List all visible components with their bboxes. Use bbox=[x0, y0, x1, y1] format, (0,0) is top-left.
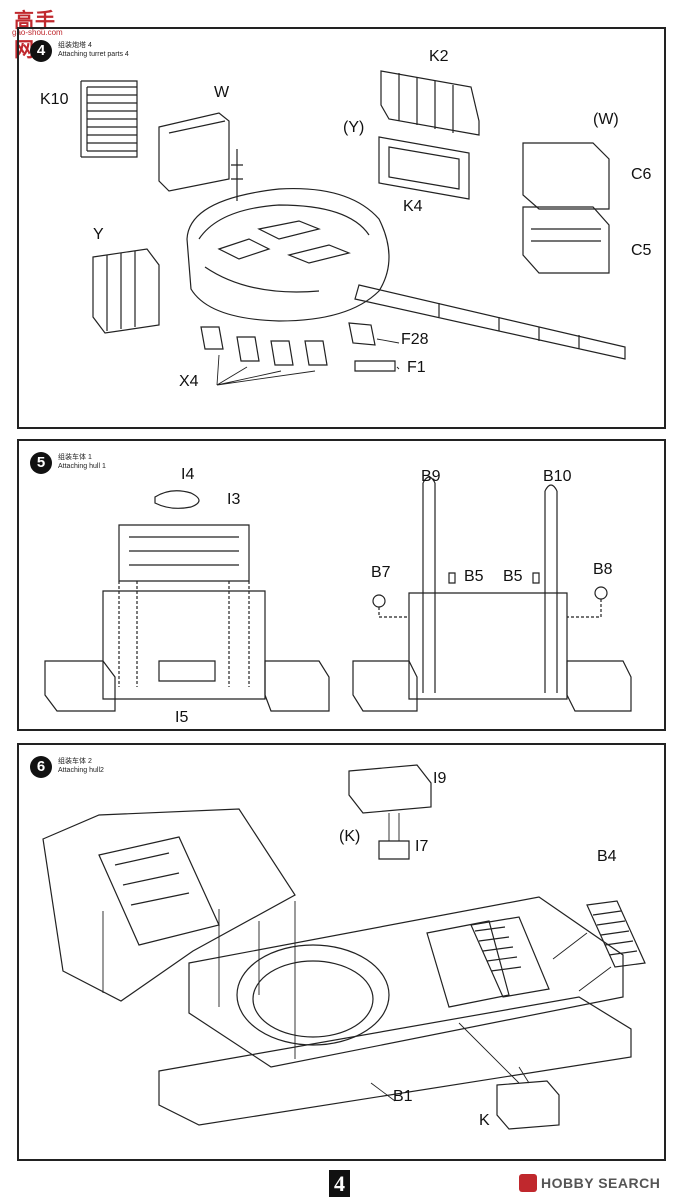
label-c6: C6 bbox=[631, 166, 652, 183]
turret-body bbox=[186, 187, 390, 322]
x4-plates bbox=[200, 326, 328, 366]
label-i7: I7 bbox=[415, 838, 429, 855]
label-w-paren: (W) bbox=[593, 111, 619, 128]
watermark-text: 高手网 bbox=[14, 10, 56, 61]
page-number: 4 bbox=[329, 1170, 350, 1197]
turret-ring bbox=[236, 944, 390, 1046]
k4-frame bbox=[378, 136, 470, 200]
f28-part bbox=[348, 322, 376, 346]
label-b1: B1 bbox=[393, 1088, 413, 1105]
i3-plate bbox=[118, 524, 250, 582]
b4-grille bbox=[586, 900, 646, 968]
w-storage-box bbox=[158, 112, 230, 192]
step-5-number: 5 bbox=[30, 452, 52, 474]
c6-part bbox=[522, 142, 610, 210]
step-4-title-cn: 组装炮塔 4 bbox=[58, 42, 92, 49]
step-5-panel: 5 组装车体 1 Attaching hull 1 bbox=[17, 439, 666, 731]
step-5-title-en: Attaching hull 1 bbox=[58, 463, 106, 470]
label-k-paren: (K) bbox=[339, 828, 361, 845]
step-6-panel: 6 组装车体 2 Attaching hull2 bbox=[17, 743, 666, 1161]
k10-grille-part bbox=[80, 80, 138, 158]
b10-rod bbox=[544, 491, 558, 693]
left-hull-front bbox=[44, 490, 330, 712]
step-4-panel: 4 组装炮塔 4 Attaching turret parts 4 bbox=[17, 27, 666, 429]
gun-barrel bbox=[354, 284, 626, 360]
f1-part bbox=[354, 360, 396, 372]
watermark-logo: 高手网 gao-shou.com bbox=[4, 4, 68, 61]
step-6-title-cn: 组装车体 2 bbox=[58, 758, 92, 765]
label-c5: C5 bbox=[631, 242, 652, 259]
step-5-title-cn: 组装车体 1 bbox=[58, 454, 92, 461]
step-6-number: 6 bbox=[30, 756, 52, 778]
engine-grille bbox=[426, 920, 510, 1008]
step-4-number: 4 bbox=[30, 40, 52, 62]
label-b5-left: B5 bbox=[464, 568, 484, 585]
i4-hatch bbox=[154, 490, 200, 509]
b8-part bbox=[594, 586, 608, 600]
i9-part bbox=[348, 764, 432, 814]
label-i5: I5 bbox=[175, 709, 189, 726]
turret-assembly-drawing bbox=[80, 70, 626, 386]
label-i3: I3 bbox=[227, 491, 241, 508]
c5-part bbox=[522, 206, 610, 274]
i7-part bbox=[378, 840, 410, 860]
hull-1-assembly-drawing bbox=[44, 476, 632, 712]
brand-logo: HOBBY SEARCH bbox=[519, 1172, 660, 1194]
step-4-title-en: Attaching turret parts 4 bbox=[58, 51, 129, 58]
label-w: W bbox=[214, 84, 230, 101]
hobby-search-icon bbox=[519, 1174, 537, 1192]
b7-part bbox=[372, 594, 386, 608]
label-i4: I4 bbox=[181, 466, 195, 483]
k-part bbox=[496, 1080, 560, 1130]
i5-plate bbox=[158, 660, 216, 682]
b9-rod bbox=[422, 483, 436, 693]
label-k: K bbox=[479, 1112, 490, 1129]
label-f1: F1 bbox=[407, 359, 426, 376]
y-era-block bbox=[92, 248, 160, 334]
label-y: Y bbox=[93, 226, 104, 243]
label-b10: B10 bbox=[543, 468, 572, 485]
label-x4: X4 bbox=[179, 373, 199, 390]
label-k4: K4 bbox=[403, 198, 423, 215]
watermark-url: gao-shou.com bbox=[12, 28, 63, 37]
front-hull-section bbox=[42, 808, 296, 1002]
label-b4: B4 bbox=[597, 848, 617, 865]
label-f28: F28 bbox=[401, 331, 429, 348]
label-b9: B9 bbox=[421, 468, 441, 485]
label-b7: B7 bbox=[371, 564, 391, 581]
k2-era-block bbox=[380, 70, 480, 136]
lower-hull bbox=[158, 996, 632, 1126]
label-y-paren: (Y) bbox=[343, 119, 365, 136]
hull-top-deck bbox=[188, 896, 624, 1068]
hull-2-assembly-drawing bbox=[42, 764, 646, 1130]
right-hull-front bbox=[352, 476, 632, 712]
brand-text: HOBBY SEARCH bbox=[541, 1175, 661, 1191]
label-k10: K10 bbox=[40, 91, 69, 108]
label-k2: K2 bbox=[429, 48, 449, 65]
step-6-title-en: Attaching hull2 bbox=[58, 767, 104, 774]
label-i9: I9 bbox=[433, 770, 447, 787]
label-b8: B8 bbox=[593, 561, 613, 578]
label-b5-right: B5 bbox=[503, 568, 523, 585]
